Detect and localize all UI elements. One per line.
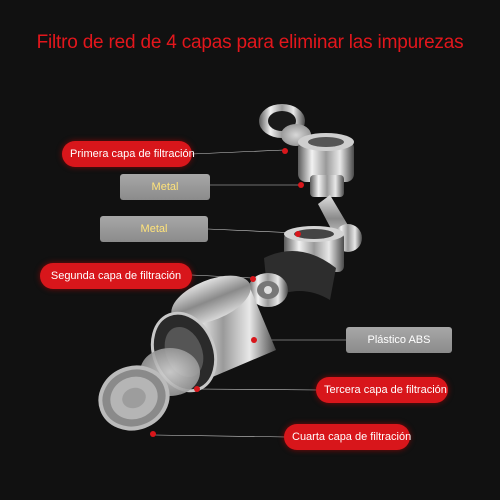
middle-connector — [264, 226, 344, 300]
second-filter-disc — [248, 273, 288, 307]
label-metal-middle: Metal — [100, 216, 208, 242]
label-second-filter-layer: Segunda capa de filtración — [40, 263, 192, 289]
label-abs-plastic: Plástico ABS — [346, 327, 452, 353]
fourth-filter-outlet — [98, 365, 170, 437]
label-metal-top: Metal — [120, 174, 210, 200]
label-first-filter-layer: Primera capa de filtración — [62, 141, 195, 167]
label-fourth-filter-layer: Cuarta capa de filtración — [284, 424, 411, 450]
diagram-title: Filtro de red de 4 capas para eliminar l… — [36, 32, 464, 53]
label-third-filter-layer: Tercera capa de filtración — [316, 377, 448, 403]
swivel-head — [298, 133, 354, 197]
